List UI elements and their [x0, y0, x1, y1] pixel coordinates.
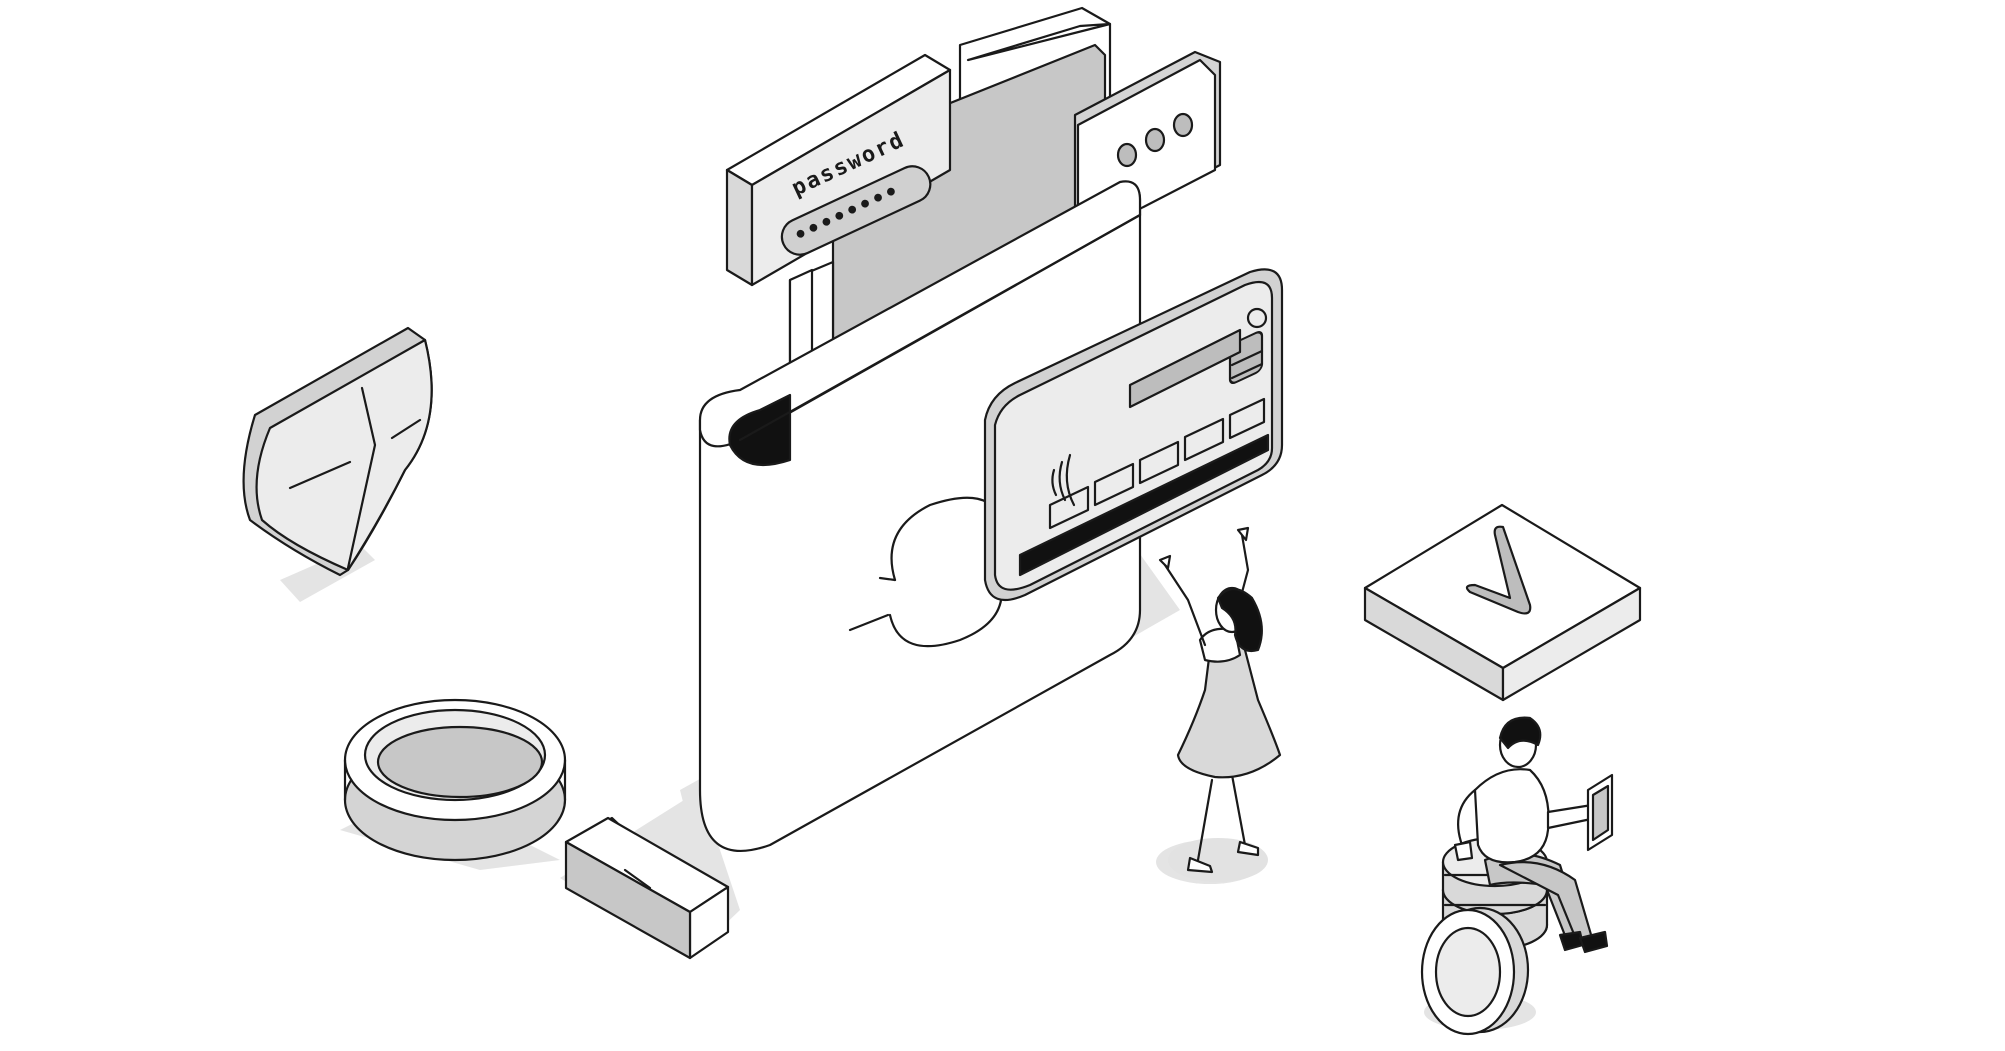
checkmark-icon [1465, 525, 1532, 615]
man-figure [1453, 716, 1614, 954]
woman-figure [1158, 526, 1282, 882]
ellipsis-icon [1116, 112, 1194, 168]
coin-rolling [1420, 906, 1530, 1036]
shield-icon [242, 326, 433, 577]
magnifier-icon [343, 698, 730, 960]
checkmark-tile [1363, 503, 1642, 702]
wallet [698, 180, 1142, 853]
contactless-icon [1051, 453, 1076, 507]
credit-card [983, 268, 1284, 602]
tablet-device [1586, 773, 1614, 852]
magnifier-handle [564, 816, 730, 960]
card-number-boxes [1048, 397, 1266, 530]
